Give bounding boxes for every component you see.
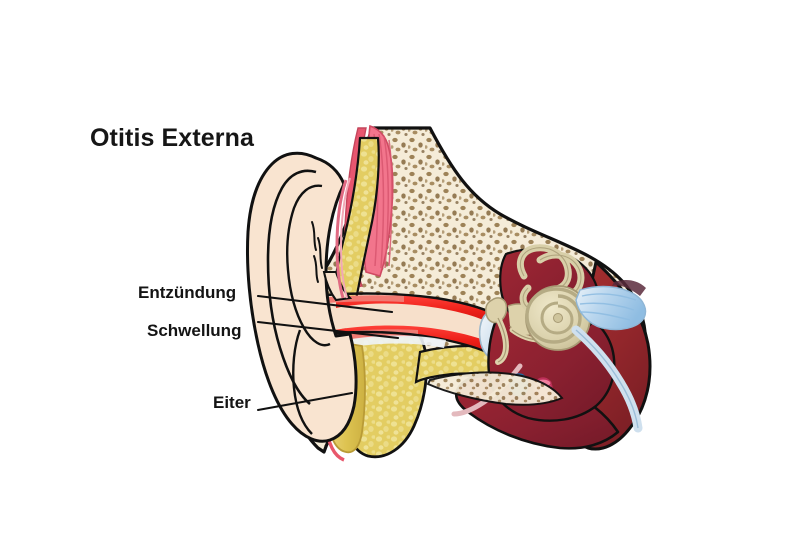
pinna-outer xyxy=(245,151,358,443)
cartilage-detail xyxy=(311,221,323,283)
pinna-antihelix xyxy=(286,184,331,347)
pinna-canal-junction xyxy=(335,179,348,299)
label-schwellung: Schwellung xyxy=(147,321,242,340)
label-entzuendung: Entzündung xyxy=(138,283,237,302)
nerve-trunk-outline xyxy=(575,329,639,429)
bone-shelf-lower xyxy=(426,371,564,406)
leader-line-schwellung xyxy=(256,320,400,340)
leader-line-eiter xyxy=(256,391,354,412)
page-title: Otitis Externa xyxy=(90,124,254,152)
label-eiter: Eiter xyxy=(213,393,251,412)
nerve-dark-band xyxy=(612,280,646,296)
canal-floor-highlight xyxy=(346,335,446,348)
ear-canal-lumen xyxy=(300,297,484,344)
pinna-helix-fold xyxy=(266,169,317,405)
leader-line-entzuendung xyxy=(256,294,394,314)
leader-lines xyxy=(256,294,400,412)
nerve-fibers xyxy=(579,293,637,321)
pinna-lobule xyxy=(292,329,313,435)
pinna-canal-junction-highlight xyxy=(339,177,351,299)
